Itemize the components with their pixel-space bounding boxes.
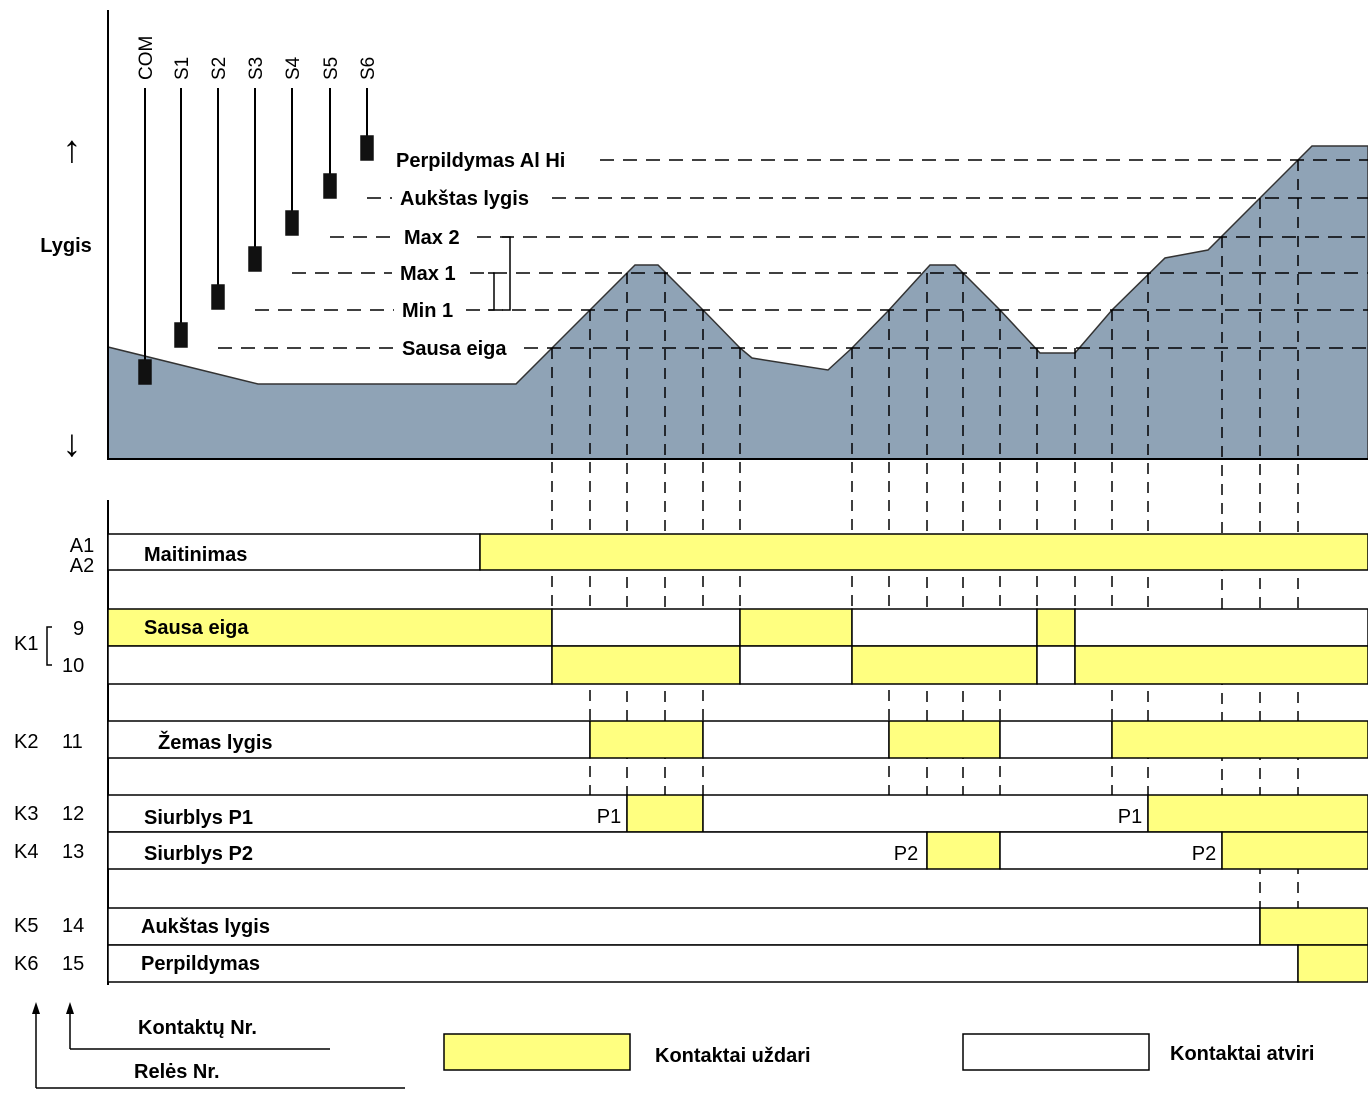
legend-closed-swatch bbox=[443, 1033, 631, 1071]
row-k3-open-1 bbox=[107, 794, 628, 833]
row-k1-label: Sausa eiga bbox=[144, 617, 249, 639]
contact-11: 11 bbox=[62, 731, 83, 753]
row-k6-label: Perpildymas bbox=[141, 953, 260, 975]
legend-contact-no: Kontaktų Nr. bbox=[138, 1017, 257, 1039]
probe-label-s1: S1 bbox=[172, 57, 193, 80]
contact-10: 10 bbox=[62, 655, 84, 677]
probe-tip-s2 bbox=[211, 284, 225, 310]
probe-tip-s1 bbox=[174, 322, 188, 348]
relay-k2: K2 bbox=[14, 731, 38, 753]
row-maitinimas-label: Maitinimas bbox=[144, 544, 247, 566]
legend-open-label: Kontaktai atviri bbox=[1170, 1043, 1314, 1065]
probe-label-s3: S3 bbox=[246, 57, 267, 80]
probe-tip-com bbox=[138, 359, 152, 385]
legend-open-swatch bbox=[962, 1033, 1150, 1071]
liquid-level-area bbox=[107, 145, 1368, 460]
level-4-label: Min 1 bbox=[402, 300, 453, 322]
level-down-arrow: ↓ bbox=[63, 423, 82, 465]
row-k4-label: Siurblys P2 bbox=[144, 843, 253, 865]
row-k2-open-1 bbox=[107, 720, 591, 759]
terminal-a2: A2 bbox=[70, 555, 94, 577]
max1-min1-bracket bbox=[488, 272, 495, 311]
probe-tip-s3 bbox=[248, 246, 262, 272]
k1-contact-bracket bbox=[46, 626, 52, 666]
row-k3-closed-1 bbox=[626, 794, 704, 833]
relay-k1: K1 bbox=[14, 633, 38, 655]
probe-label-com: COM bbox=[136, 36, 157, 80]
relay-k4: K4 bbox=[14, 841, 38, 863]
row-k2-closed-1 bbox=[589, 720, 704, 759]
level-2-label: Max 2 bbox=[404, 227, 460, 249]
probe-tip-s4 bbox=[285, 210, 299, 236]
row-k1-9-closed-3 bbox=[1036, 608, 1076, 647]
row-k1-9-closed-2 bbox=[739, 608, 853, 647]
row-k2-closed-3 bbox=[1111, 720, 1368, 759]
terminal-a1: A1 bbox=[70, 535, 94, 557]
row-k3-label: Siurblys P1 bbox=[144, 807, 253, 829]
probe-label-s2: S2 bbox=[209, 57, 230, 80]
relay-k5: K5 bbox=[14, 915, 38, 937]
contact-12: 12 bbox=[62, 803, 84, 825]
row-maitinimas-closed bbox=[479, 533, 1368, 571]
pump-marker-p1-0: P1 bbox=[597, 806, 621, 828]
contact-13: 13 bbox=[62, 841, 84, 863]
row-k6-open bbox=[107, 944, 1299, 983]
level-3-label: Max 1 bbox=[400, 263, 456, 285]
probe-label-s6: S6 bbox=[358, 57, 379, 80]
row-k1-10-open-2 bbox=[739, 645, 853, 685]
probe-tip-s6 bbox=[360, 135, 374, 161]
relay-no-arrow-head bbox=[32, 1002, 40, 1014]
row-k3-open-2 bbox=[702, 794, 1149, 833]
probe-label-s5: S5 bbox=[321, 57, 342, 80]
row-k4-closed-1 bbox=[926, 831, 1001, 870]
pump-marker-p2-3: P2 bbox=[1192, 843, 1216, 865]
contact-no-arrow-head bbox=[66, 1002, 74, 1014]
max2-min1-bracket bbox=[502, 236, 511, 311]
contact-14: 14 bbox=[62, 915, 84, 937]
legend-relay-no: Relės Nr. bbox=[134, 1061, 220, 1083]
probe-label-s4: S4 bbox=[283, 56, 304, 80]
pump-marker-p1-2: P1 bbox=[1118, 806, 1142, 828]
relay-k3: K3 bbox=[14, 803, 38, 825]
y-axis-label: Lygis bbox=[40, 235, 92, 257]
relay-k6: K6 bbox=[14, 953, 38, 975]
row-k1-10-closed-1 bbox=[551, 645, 741, 685]
contact-15: 15 bbox=[62, 953, 84, 975]
row-k1-9-open-2 bbox=[851, 608, 1038, 647]
row-k5-open bbox=[107, 907, 1261, 946]
row-k1-10-open-3 bbox=[1036, 645, 1076, 685]
row-k5-label: Aukštas lygis bbox=[141, 916, 270, 938]
contact-9: 9 bbox=[73, 618, 84, 640]
row-k2-label: Žemas lygis bbox=[158, 730, 273, 754]
row-k1-10-closed-2 bbox=[851, 645, 1038, 685]
level-1-label: Aukštas lygis bbox=[400, 188, 529, 210]
row-k1-10-closed-3 bbox=[1074, 645, 1368, 685]
row-k6-closed bbox=[1297, 944, 1368, 983]
row-k1-9-open-1 bbox=[551, 608, 741, 647]
row-k1-10-open-1 bbox=[107, 645, 553, 685]
row-k5-closed bbox=[1259, 907, 1368, 946]
level-up-arrow: ↑ bbox=[63, 129, 82, 171]
row-k4-closed-2 bbox=[1221, 831, 1368, 870]
row-k1-9-open-3 bbox=[1074, 608, 1368, 647]
level-5-label: Sausa eiga bbox=[402, 338, 507, 360]
row-k2-open-3 bbox=[999, 720, 1113, 759]
row-k3-closed-2 bbox=[1147, 794, 1368, 833]
row-k2-closed-2 bbox=[888, 720, 1001, 759]
row-k4-open-2 bbox=[999, 831, 1223, 870]
row-k4-open-1 bbox=[107, 831, 928, 870]
row-k2-open-2 bbox=[702, 720, 890, 759]
pump-marker-p2-1: P2 bbox=[894, 843, 918, 865]
level-0-label: Perpildymas Al Hi bbox=[396, 150, 565, 172]
legend-closed-label: Kontaktai uždari bbox=[655, 1045, 811, 1067]
probe-tip-s5 bbox=[323, 173, 337, 199]
